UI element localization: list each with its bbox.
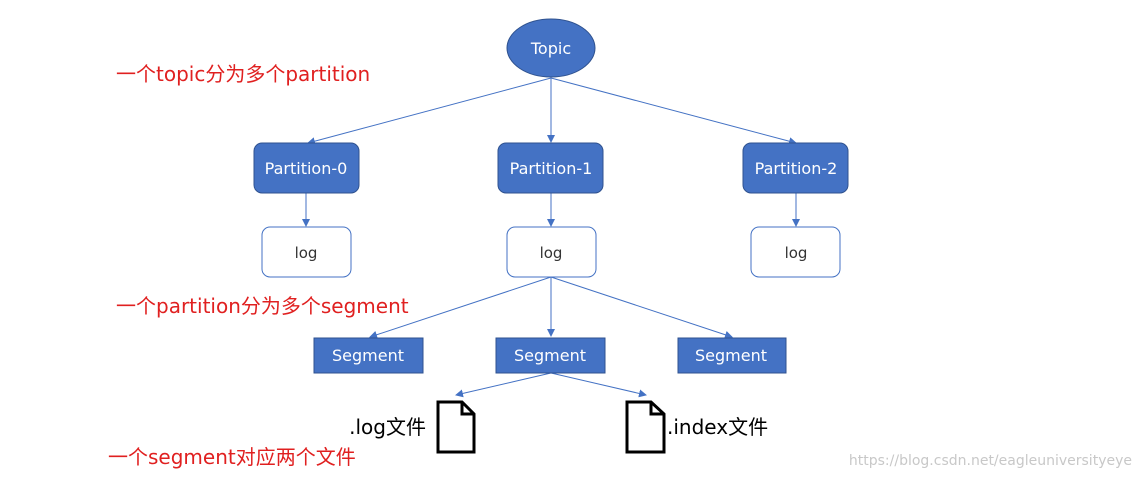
segment-label: Segment bbox=[695, 346, 767, 365]
log-file: .log文件 bbox=[349, 400, 476, 454]
partition-node-1: Partition-1 bbox=[497, 142, 604, 194]
file-icon bbox=[436, 400, 476, 454]
edge-log-segment-0 bbox=[369, 276, 552, 339]
index-file: .index文件 bbox=[625, 400, 768, 454]
file-label: .index文件 bbox=[667, 415, 768, 439]
edge-segment-index-file bbox=[550, 372, 647, 398]
log-node-0: log bbox=[261, 226, 352, 278]
segment-node-1: Segment bbox=[495, 337, 606, 374]
log-label: log bbox=[540, 244, 563, 262]
log-node-2: log bbox=[750, 226, 841, 278]
topic-label: Topic bbox=[530, 39, 571, 58]
partition-label: Partition-1 bbox=[510, 159, 593, 178]
partition-log-edges bbox=[302, 193, 800, 227]
segment-node-0: Segment bbox=[313, 337, 424, 374]
topic-annotation: 一个topic分为多个partition bbox=[116, 62, 370, 86]
edge-segment-log-file bbox=[455, 372, 552, 398]
segment-label: Segment bbox=[332, 346, 404, 365]
log-label: log bbox=[295, 244, 318, 262]
partition-annotation: 一个partition分为多个segment bbox=[116, 294, 409, 318]
edge-topic-partition-2 bbox=[550, 77, 797, 146]
topic-node: Topic bbox=[506, 18, 596, 78]
log-node-1: log bbox=[506, 226, 597, 278]
log-segment-edges bbox=[369, 276, 733, 339]
edge-log-segment-2 bbox=[550, 276, 733, 339]
segment-node-2: Segment bbox=[677, 337, 787, 374]
log-label: log bbox=[785, 244, 808, 262]
topic-edges bbox=[307, 77, 797, 146]
partition-node-2: Partition-2 bbox=[742, 142, 849, 194]
file-label: .log文件 bbox=[349, 415, 426, 439]
partition-label: Partition-0 bbox=[265, 159, 348, 178]
file-icon bbox=[625, 400, 666, 454]
watermark: https://blog.csdn.net/eagleuniversityeye bbox=[849, 453, 1132, 469]
partition-node-0: Partition-0 bbox=[253, 142, 360, 194]
segment-file-edges bbox=[455, 372, 647, 398]
segment-annotation: 一个segment对应两个文件 bbox=[108, 445, 356, 469]
partition-label: Partition-2 bbox=[755, 159, 838, 178]
segment-label: Segment bbox=[514, 346, 586, 365]
edge-topic-partition-0 bbox=[307, 77, 552, 146]
